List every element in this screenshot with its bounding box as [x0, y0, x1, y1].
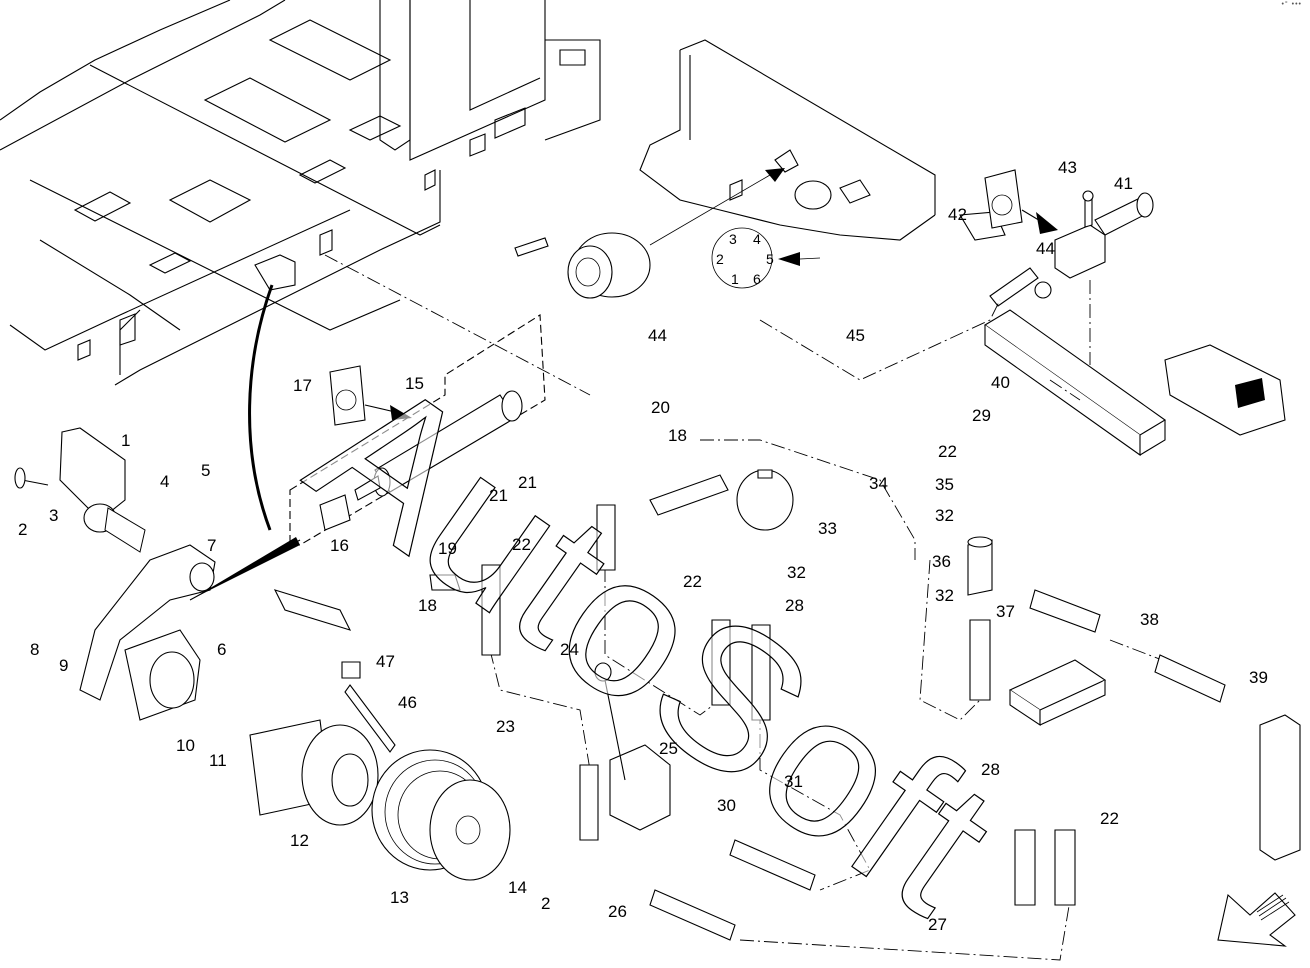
seal-kit-bag-17 — [329, 365, 412, 426]
callout-1: 1 — [121, 431, 130, 450]
swing-arm — [79, 537, 301, 721]
callout-47: 47 — [376, 652, 395, 671]
dial-pin-4: 4 — [753, 231, 761, 247]
callout-3: 3 — [49, 506, 58, 525]
assembly-path-arrow — [248, 284, 274, 531]
mounting-panel — [639, 39, 936, 241]
hose-assemblies — [481, 474, 1226, 941]
callout-18: 18 — [418, 596, 437, 615]
callout-24: 24 — [560, 640, 579, 659]
callout-11: 11 — [209, 751, 227, 770]
hand-valve — [594, 662, 671, 831]
callout-2: 2 — [18, 520, 27, 539]
callout-34: 34 — [869, 474, 888, 493]
dial-pin-1: 1 — [731, 271, 739, 287]
callout-7: 7 — [207, 536, 216, 555]
callout-23: 23 — [496, 717, 515, 736]
chassis-frame — [0, 0, 601, 386]
dial-pin-3: 3 — [729, 231, 737, 247]
callout-36: 36 — [932, 552, 951, 571]
callout-15: 15 — [405, 374, 424, 393]
callout-16: 16 — [330, 536, 349, 555]
watermark-text: AutoSoft — [275, 333, 1031, 956]
callout-17: 17 — [293, 376, 312, 395]
callout-32: 32 — [935, 586, 954, 605]
pulley-grooved — [371, 749, 511, 881]
seal-kit-bag-42 — [984, 169, 1058, 234]
dial-pin-2: 2 — [716, 251, 724, 267]
callout-39: 39 — [1249, 668, 1268, 687]
manifold-bar — [983, 309, 1167, 457]
callout-26: 26 — [608, 902, 627, 921]
solenoid-valves — [1164, 344, 1286, 436]
connector-plug — [514, 168, 785, 299]
callout-21: 21 — [518, 473, 537, 492]
callout-20: 20 — [651, 398, 670, 417]
callout-13: 13 — [390, 888, 409, 907]
plug-arrow-icon — [765, 168, 785, 182]
pointer-wedge-icon — [190, 537, 300, 600]
callout-12: 12 — [290, 831, 309, 850]
callout-37: 37 — [996, 602, 1015, 621]
callout-46: 46 — [398, 693, 417, 712]
dial-pin-5: 5 — [766, 251, 774, 267]
callout-42: 42 — [948, 205, 967, 224]
dial-pin-6: 6 — [753, 271, 761, 287]
callout-22: 22 — [683, 572, 702, 591]
callout-labels: 1 2 3 4 5 7 8 9 6 10 11 12 13 14 2 15 16… — [18, 158, 1268, 934]
callout-14: 14 — [508, 878, 527, 897]
callout-6: 6 — [217, 640, 226, 659]
callout-22: 22 — [1100, 809, 1119, 828]
hydraulic-cylinder — [289, 314, 546, 591]
callout-33: 33 — [818, 519, 837, 538]
callout-2: 2 — [541, 894, 550, 913]
callout-25: 25 — [659, 739, 678, 758]
callout-31: 31 — [784, 772, 803, 791]
tee-connector-36 — [967, 536, 993, 596]
callout-19: 19 — [438, 539, 457, 558]
callout-22: 22 — [938, 442, 957, 461]
callout-35: 35 — [935, 475, 954, 494]
callout-38: 38 — [1140, 610, 1159, 629]
pivot-bracket — [14, 427, 146, 553]
callout-40: 40 — [991, 373, 1010, 392]
callout-44: 44 — [1036, 239, 1055, 258]
callout-28: 28 — [785, 596, 804, 615]
connector-pin-dial: 3 4 2 5 1 6 — [711, 227, 821, 289]
direction-arrow-down-left-icon — [1217, 892, 1296, 947]
callout-32: 32 — [787, 563, 806, 582]
callout-4: 4 — [160, 472, 169, 491]
callout-41: 41 — [1114, 174, 1133, 193]
callout-43: 43 — [1058, 158, 1077, 177]
corner-mark: •° ••• — [1281, 1, 1302, 8]
watermark: AutoSoft — [275, 332, 1033, 956]
callout-45: 45 — [846, 326, 865, 345]
distribution-block-upper — [1008, 659, 1107, 727]
callout-44: 44 — [648, 326, 667, 345]
callout-22: 22 — [512, 535, 531, 554]
callout-29: 29 — [972, 406, 991, 425]
callout-30: 30 — [717, 796, 736, 815]
accumulator — [736, 469, 794, 531]
callout-9: 9 — [59, 656, 68, 675]
tensioner-bolt — [273, 589, 396, 753]
callout-5: 5 — [201, 461, 210, 480]
callout-21: 21 — [489, 486, 508, 505]
pin-pointer-arrow-icon — [778, 252, 800, 266]
callout-28: 28 — [981, 760, 1000, 779]
callout-18: 18 — [668, 426, 687, 445]
callout-8: 8 — [30, 640, 39, 659]
callout-27: 27 — [928, 915, 947, 934]
callout-32: 32 — [935, 506, 954, 525]
callout-10: 10 — [176, 736, 195, 755]
distribution-block-lower — [1259, 714, 1301, 861]
pulley-hub — [249, 719, 379, 826]
